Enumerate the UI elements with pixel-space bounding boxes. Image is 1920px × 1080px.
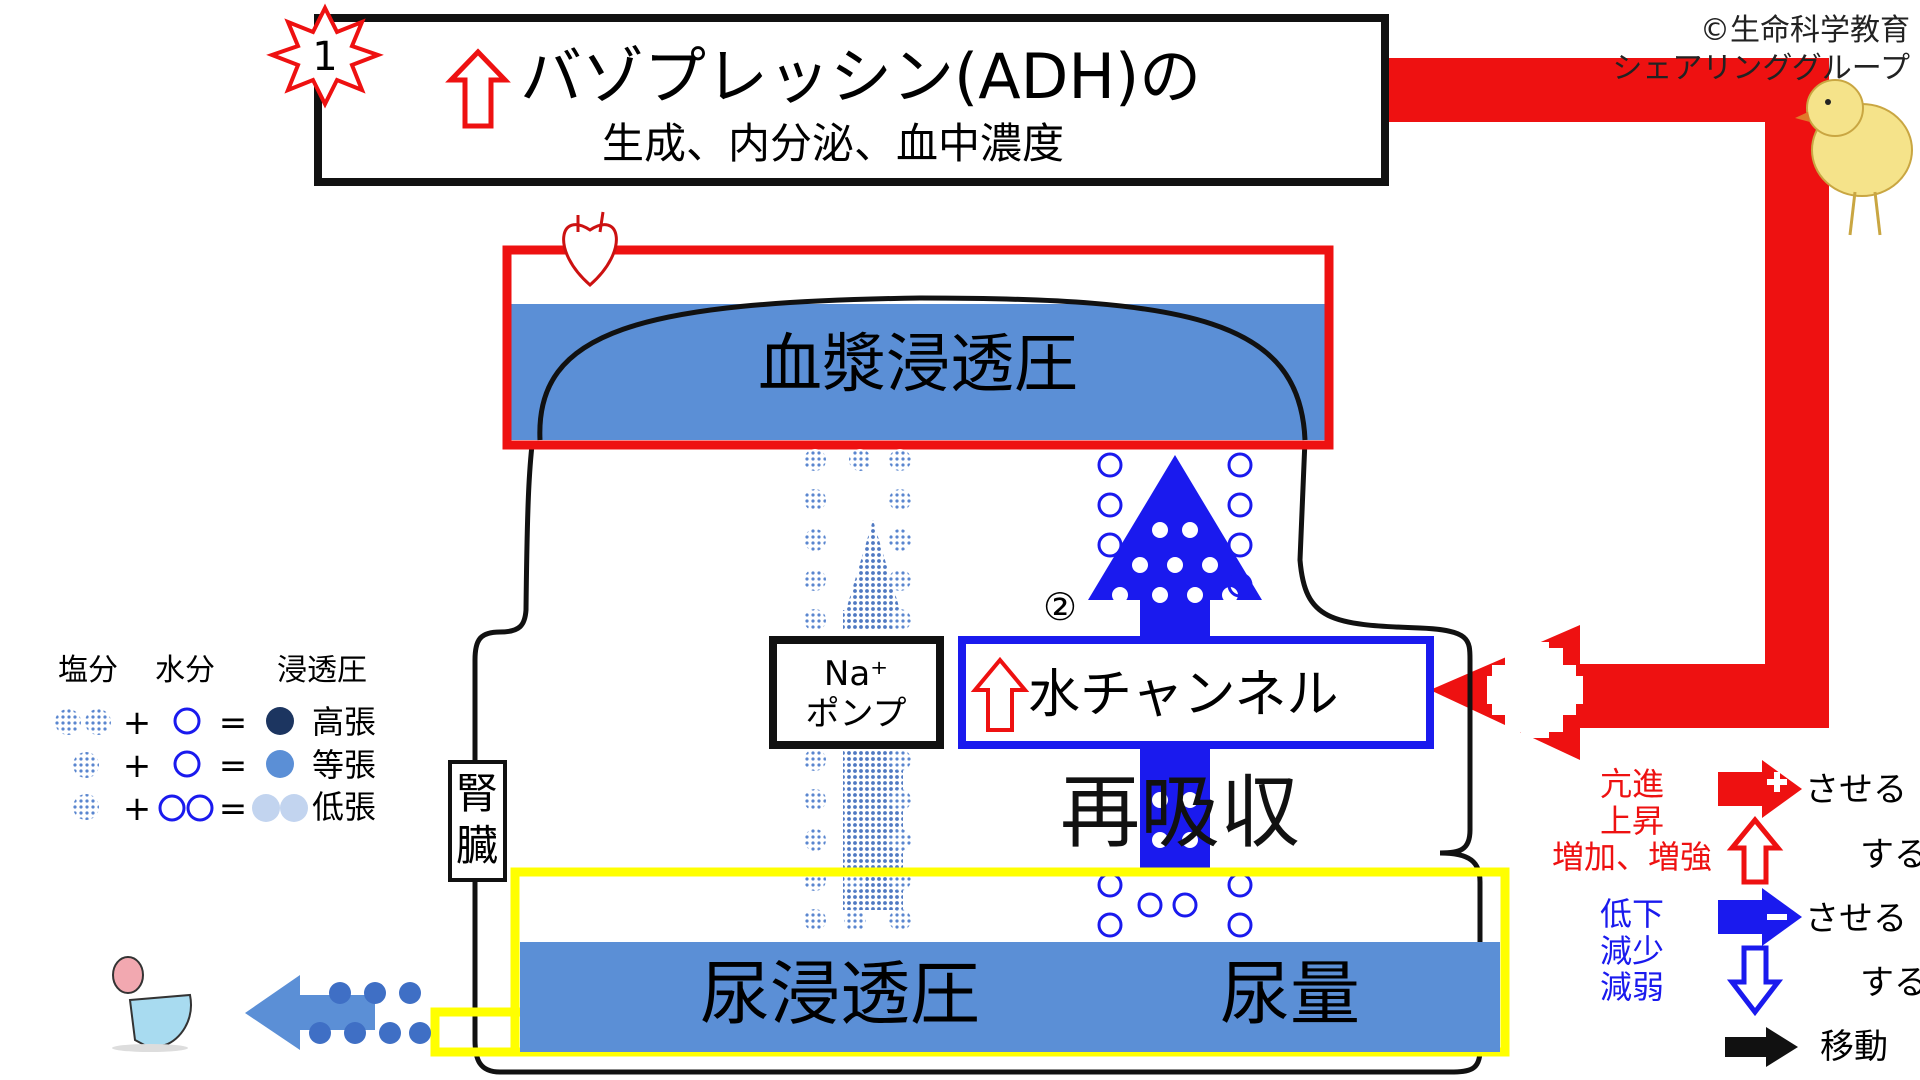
increase-arrow-icon: [445, 48, 511, 129]
plus-icon: [1487, 642, 1583, 738]
copyright-line2: シェアリンググループ: [1612, 51, 1910, 86]
water-channel-label: 水チャンネル: [1028, 665, 1338, 725]
tonicity-plus: +: [123, 789, 152, 829]
toilet-icon: [112, 956, 192, 1052]
na-pump-box: [769, 636, 944, 749]
urine-outflow-arrow: [245, 975, 431, 1050]
chick-icon: [1795, 79, 1913, 236]
heart-icon: [562, 211, 618, 287]
tonicity-eq: =: [219, 746, 248, 786]
copyright-line1: ©生命科学教育: [1700, 13, 1910, 48]
blood-box: [502, 245, 1334, 450]
title-box: [314, 14, 1389, 186]
feedback-arrow: [1385, 58, 1829, 760]
tonicity-legend: 塩分 水分 浸透圧 + = 高張 + = 等張 + = 低張: [55, 653, 376, 829]
kidney-label-top: 腎: [456, 769, 498, 818]
subtitle-text: 生成、内分泌、血中濃度: [602, 119, 1064, 168]
salt-header: 塩分: [58, 653, 118, 688]
tonicity-plus: +: [123, 703, 152, 743]
decrease-arrow-icon: [1726, 945, 1784, 1017]
legend-promote-1: 亢進: [1600, 765, 1664, 803]
kidney-label-bottom: 臓: [456, 821, 498, 870]
legend-do-red: する: [1860, 835, 1920, 875]
step-two-label: ②: [1043, 585, 1077, 629]
promote-arrow-icon: [1718, 760, 1802, 818]
tonicity-plus: +: [123, 746, 152, 786]
legend-move: 移動: [1820, 1027, 1888, 1067]
legend-reduce-3: 減弱: [1600, 968, 1664, 1006]
reduce-arrow-icon: [1718, 888, 1802, 946]
urine-volume-label: 尿量: [1220, 953, 1360, 1035]
hypotonic-label: 低張: [312, 788, 376, 826]
water-channel-box: [958, 636, 1434, 749]
legend-do-blue: する: [1860, 963, 1920, 1003]
action-legend: 亢進 上昇 増加、増強 させる する 低下 減少 減弱 させる する: [1552, 760, 1920, 1067]
hypertonic-label: 高張: [312, 703, 376, 741]
explosion-icon: [266, 3, 384, 109]
na-pump-line2: ポンプ: [806, 694, 907, 734]
plasma-osmotic-label: 血漿浸透圧: [758, 328, 1078, 402]
kidney-top-curve: [537, 295, 1308, 441]
kidney-label-box: [448, 760, 507, 882]
increase-arrow-icon: [1726, 816, 1784, 885]
urine-fill: [520, 942, 1500, 1052]
reabsorption-label: 再吸収: [1060, 766, 1300, 859]
plasma-fill: [510, 304, 1326, 440]
legend-reduce-1: 低下: [1600, 895, 1664, 933]
step-one-label: 1: [312, 34, 337, 80]
move-arrow-icon: [1725, 1027, 1798, 1067]
na-pump-line1: Na⁺: [824, 654, 888, 694]
tonicity-eq: =: [219, 789, 248, 829]
osmotic-header: 浸透圧: [277, 653, 367, 688]
legend-make-red: させる: [1805, 770, 1907, 810]
legend-promote-3: 増加、増強: [1552, 838, 1712, 876]
urine-outlet: [430, 1007, 520, 1057]
isotonic-label: 等張: [312, 746, 376, 784]
legend-make-blue: させる: [1805, 899, 1907, 939]
increase-arrow-icon: [970, 656, 1030, 732]
legend-reduce-2: 減少: [1600, 932, 1664, 970]
urine-osmotic-label: 尿浸透圧: [700, 953, 980, 1035]
tonicity-eq: =: [219, 703, 248, 743]
water-header: 水分: [155, 653, 215, 688]
title-text: バゾプレッシン(ADH)の: [520, 40, 1201, 113]
legend-promote-2: 上昇: [1600, 802, 1664, 840]
